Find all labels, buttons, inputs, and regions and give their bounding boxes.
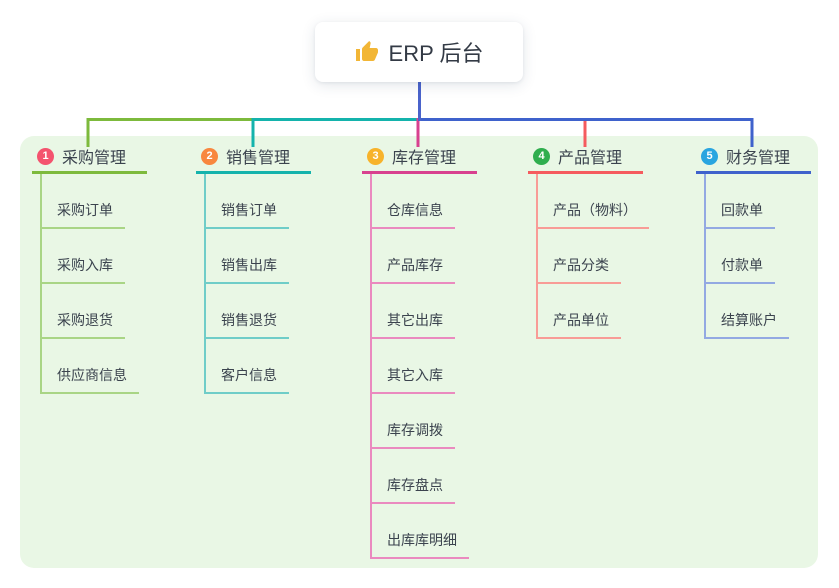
child-node[interactable]: 产品库存 [372, 229, 455, 284]
branch-column: 5 财务管理 回款单付款单结算账户 [696, 147, 811, 339]
branch-column: 3 库存管理 仓库信息产品库存其它出库其它入库库存调拨库存盘点出库库明细 [362, 147, 477, 559]
branch-title: 销售管理 [226, 150, 291, 167]
child-node[interactable]: 其它入库 [372, 339, 455, 394]
child-node[interactable]: 其它出库 [372, 284, 455, 339]
child-node[interactable]: 付款单 [706, 229, 775, 284]
child-node[interactable]: 产品单位 [538, 284, 621, 339]
branch-children: 销售订单销售出库销售退货客户信息 [204, 174, 311, 394]
mindmap-panel [20, 136, 818, 568]
branch-number-badge: 4 [533, 147, 550, 165]
branch-header[interactable]: 3 库存管理 [362, 147, 477, 174]
child-node[interactable]: 回款单 [706, 174, 775, 229]
child-node[interactable]: 出库库明细 [372, 504, 469, 559]
branch-number-badge: 2 [201, 147, 218, 165]
child-node[interactable]: 采购入库 [42, 229, 125, 284]
child-node[interactable]: 库存盘点 [372, 449, 455, 504]
child-node[interactable]: 销售出库 [206, 229, 289, 284]
root-node[interactable]: ERP 后台 [315, 22, 523, 82]
child-node[interactable]: 销售退货 [206, 284, 289, 339]
child-node[interactable]: 销售订单 [206, 174, 289, 229]
thumbs-up-icon [355, 40, 379, 64]
child-node[interactable]: 采购订单 [42, 174, 125, 229]
branch-children: 采购订单采购入库采购退货供应商信息 [40, 174, 147, 394]
branch-column: 2 销售管理 销售订单销售出库销售退货客户信息 [196, 147, 311, 394]
child-node[interactable]: 供应商信息 [42, 339, 139, 394]
branch-children: 仓库信息产品库存其它出库其它入库库存调拨库存盘点出库库明细 [370, 174, 477, 559]
child-node[interactable]: 仓库信息 [372, 174, 455, 229]
branch-header[interactable]: 4 产品管理 [528, 147, 643, 174]
branch-header[interactable]: 1 采购管理 [32, 147, 147, 174]
branch-column: 1 采购管理 采购订单采购入库采购退货供应商信息 [32, 147, 147, 394]
child-node[interactable]: 采购退货 [42, 284, 125, 339]
child-node[interactable]: 结算账户 [706, 284, 789, 339]
child-node[interactable]: 客户信息 [206, 339, 289, 394]
branch-number-badge: 1 [37, 147, 54, 165]
branch-children: 产品（物料）产品分类产品单位 [536, 174, 649, 339]
branch-title: 产品管理 [558, 150, 623, 167]
child-node[interactable]: 产品（物料） [538, 174, 649, 229]
branch-title: 库存管理 [392, 150, 457, 167]
branch-number-badge: 5 [701, 147, 718, 165]
child-node[interactable]: 产品分类 [538, 229, 621, 284]
branch-children: 回款单付款单结算账户 [704, 174, 811, 339]
branch-title: 财务管理 [726, 150, 791, 167]
branch-number-badge: 3 [367, 147, 384, 165]
child-node[interactable]: 库存调拨 [372, 394, 455, 449]
root-title: ERP 后台 [388, 41, 484, 66]
branch-header[interactable]: 2 销售管理 [196, 147, 311, 174]
branch-header[interactable]: 5 财务管理 [696, 147, 811, 174]
branch-title: 采购管理 [62, 150, 127, 167]
branch-column: 4 产品管理 产品（物料）产品分类产品单位 [528, 147, 649, 339]
